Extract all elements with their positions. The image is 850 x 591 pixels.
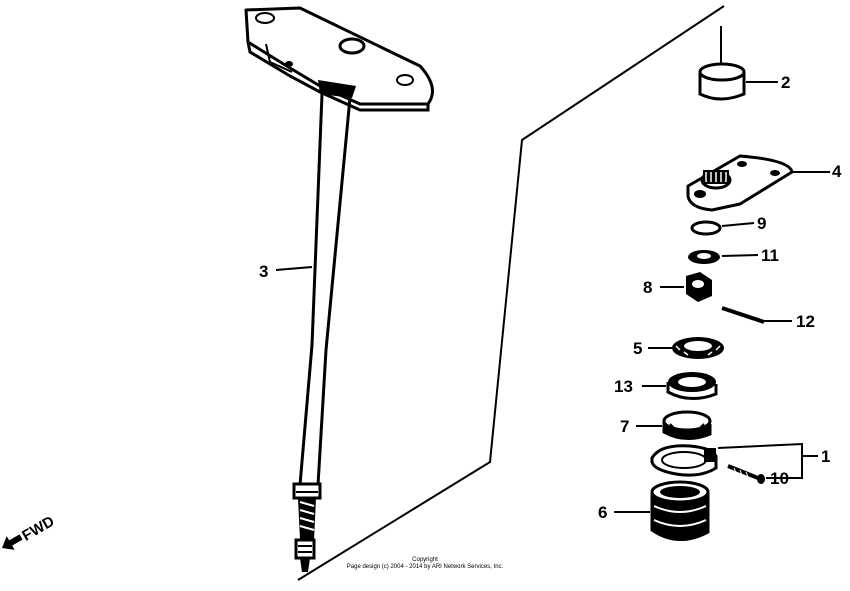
- bearing-13-part: [642, 372, 718, 400]
- leader-3: [275, 266, 313, 271]
- fwd-label: FWD: [19, 513, 57, 545]
- callout-3: 3: [259, 262, 268, 281]
- clamp-ring-1-part: [650, 442, 803, 477]
- callout-5: 5: [633, 339, 642, 358]
- boot-6-part: [614, 480, 710, 541]
- nut-8-part: [660, 272, 712, 302]
- washer-9-part: [690, 220, 755, 236]
- callout-13: 13: [614, 377, 633, 396]
- callout-12: 12: [796, 312, 815, 331]
- callout-4: 4: [832, 162, 842, 181]
- group-boundary-line: [297, 5, 725, 581]
- callout-1: 1: [821, 447, 830, 466]
- bearing-7-part: [636, 410, 712, 440]
- bearing-race-5-part: [648, 337, 724, 359]
- copyright-line-1: Copyright: [412, 557, 438, 563]
- callout-11: 11: [761, 246, 779, 265]
- fwd-direction-indicator: FWD: [2, 513, 58, 550]
- copyright-line-2: Page design (c) 2004 - 2014 by ARI Netwo…: [347, 564, 504, 570]
- cotter-pin-12-part: [721, 306, 792, 324]
- fwd-arrow-icon: [2, 534, 23, 550]
- arm-plate-part: [686, 154, 830, 212]
- callout-10: 10: [770, 469, 789, 488]
- callout-8: 8: [643, 278, 652, 297]
- callout-2: 2: [781, 73, 790, 92]
- screw-10-part: [727, 454, 818, 484]
- callout-9: 9: [757, 214, 766, 233]
- callout-7: 7: [620, 417, 629, 436]
- lock-washer-11-part: [688, 250, 759, 264]
- steering-shaft-part: [244, 6, 434, 572]
- bushing-part: [698, 26, 778, 101]
- callout-6: 6: [598, 503, 607, 522]
